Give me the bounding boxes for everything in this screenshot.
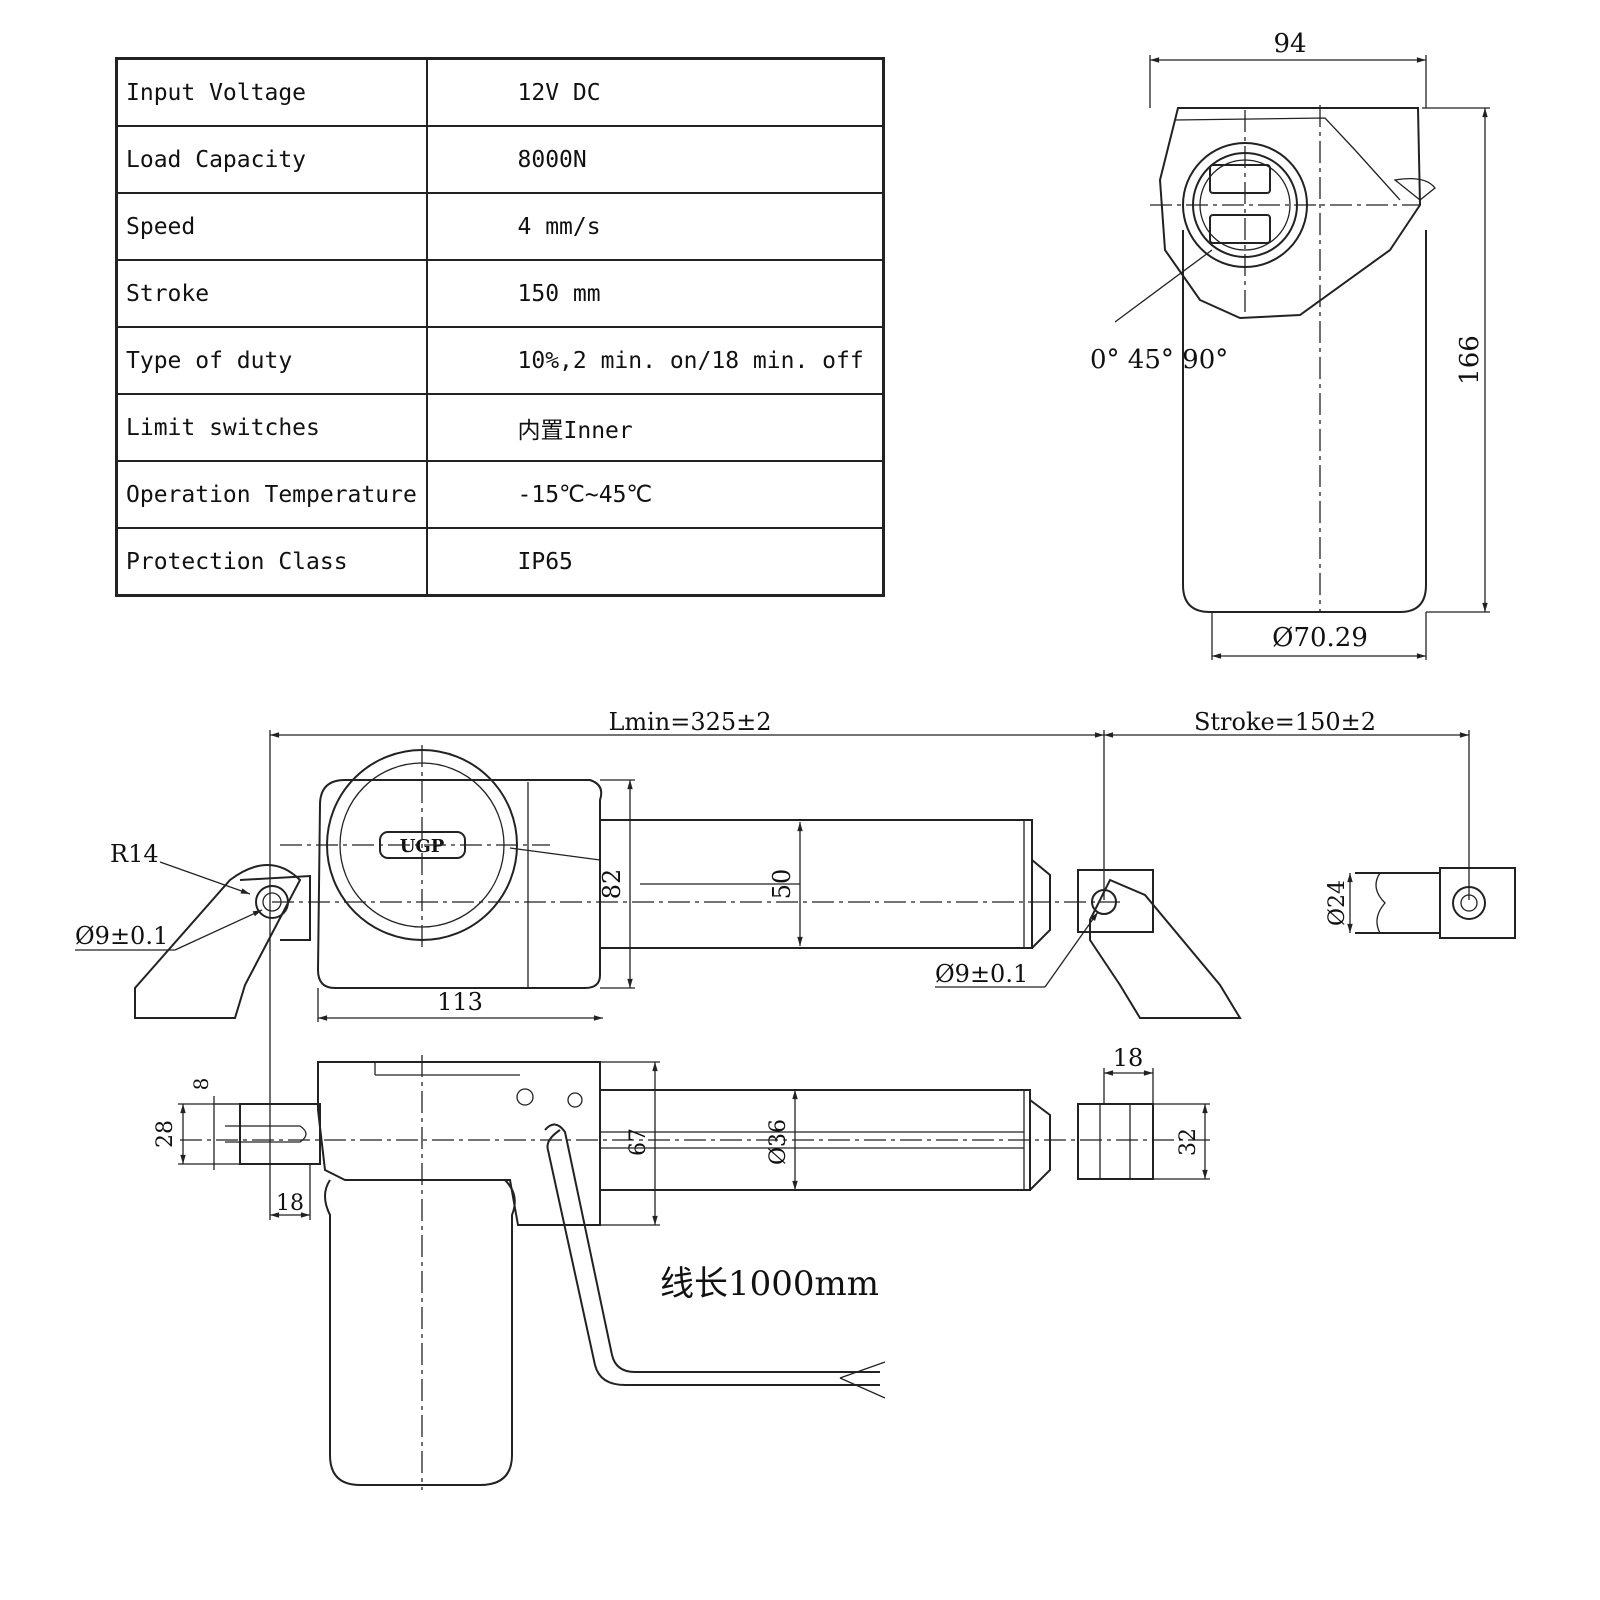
cable — [544, 1123, 880, 1373]
angle-leader — [1114, 249, 1213, 323]
spec-value: 4 mm/s — [425, 192, 885, 261]
rod-end — [1077, 869, 1154, 933]
spec-label: Load Capacity — [115, 125, 428, 194]
dim-28: 28 — [153, 1120, 178, 1148]
top-view: 28 8 18 67 Ø36 — [153, 1044, 1210, 1490]
spec-value: -15℃~45℃ — [425, 460, 885, 529]
cable-note: 线长1000mm — [660, 1264, 879, 1304]
dim-113: 113 — [437, 988, 483, 1016]
dim-18-left: 18 — [276, 1191, 304, 1216]
dim-18-right: 18 — [1113, 1044, 1144, 1072]
rod-end-top — [1077, 1103, 1154, 1180]
spec-row: Operation Temperature-15℃~45℃ — [115, 460, 885, 529]
spec-value: 12V DC — [425, 57, 885, 127]
spec-value: 8000N — [425, 125, 885, 194]
dim-lmin: Lmin=325±2 — [608, 708, 771, 736]
dim-36: Ø36 — [766, 1119, 791, 1165]
motor-housing — [316, 779, 603, 989]
hole-right-label: Ø9±0.1 — [935, 960, 1028, 988]
dim-82: 82 — [598, 869, 626, 900]
spec-label: Protection Class — [115, 527, 428, 597]
end-view: 94 166 Ø70.29 0° 45° 90° — [1090, 29, 1490, 660]
outer-tube — [599, 819, 1033, 949]
dim-8: 8 — [189, 1078, 213, 1091]
dim-94: 94 — [1273, 29, 1306, 59]
clevis — [239, 1103, 321, 1165]
hole-left-label: Ø9±0.1 — [75, 922, 168, 950]
dim-50: 50 — [768, 869, 796, 900]
spec-label: Limit switches — [115, 393, 428, 462]
spec-value: IP65 — [425, 527, 885, 597]
gearbox-top — [317, 1061, 601, 1226]
dim-rod-24: Ø24 — [1325, 880, 1350, 926]
side-view: Lmin=325±2 Stroke=150±2 R14 Ø9±0.1 UGP 5… — [75, 708, 1516, 1220]
spec-label: Input Voltage — [115, 57, 428, 127]
end-view-body — [1182, 230, 1427, 613]
dim-diameter-70: Ø70.29 — [1272, 623, 1368, 653]
rod-extended-eye — [1439, 867, 1516, 939]
right-bracket — [1089, 878, 1242, 1019]
dim-32: 32 — [1176, 1128, 1201, 1156]
rod-extended — [1355, 872, 1441, 934]
motor-can — [324, 1179, 516, 1486]
dim-stroke: Stroke=150±2 — [1194, 708, 1376, 736]
spec-label: Speed — [115, 192, 428, 261]
angle-label: 0° 45° 90° — [1090, 345, 1228, 375]
spec-value: 150 mm — [425, 259, 885, 328]
spec-label: Stroke — [115, 259, 428, 328]
end-view-gearbox — [1158, 107, 1422, 320]
spec-value: 内置Inner — [425, 393, 885, 462]
spec-label: Type of duty — [115, 326, 428, 395]
dim-166: 166 — [1455, 335, 1485, 385]
spec-label: Operation Temperature — [115, 460, 428, 529]
spec-value: 10%,2 min. on/18 min. off — [425, 326, 885, 395]
dim-67: 67 — [626, 1128, 651, 1156]
radius-label: R14 — [110, 840, 159, 868]
left-bracket — [134, 864, 302, 1019]
